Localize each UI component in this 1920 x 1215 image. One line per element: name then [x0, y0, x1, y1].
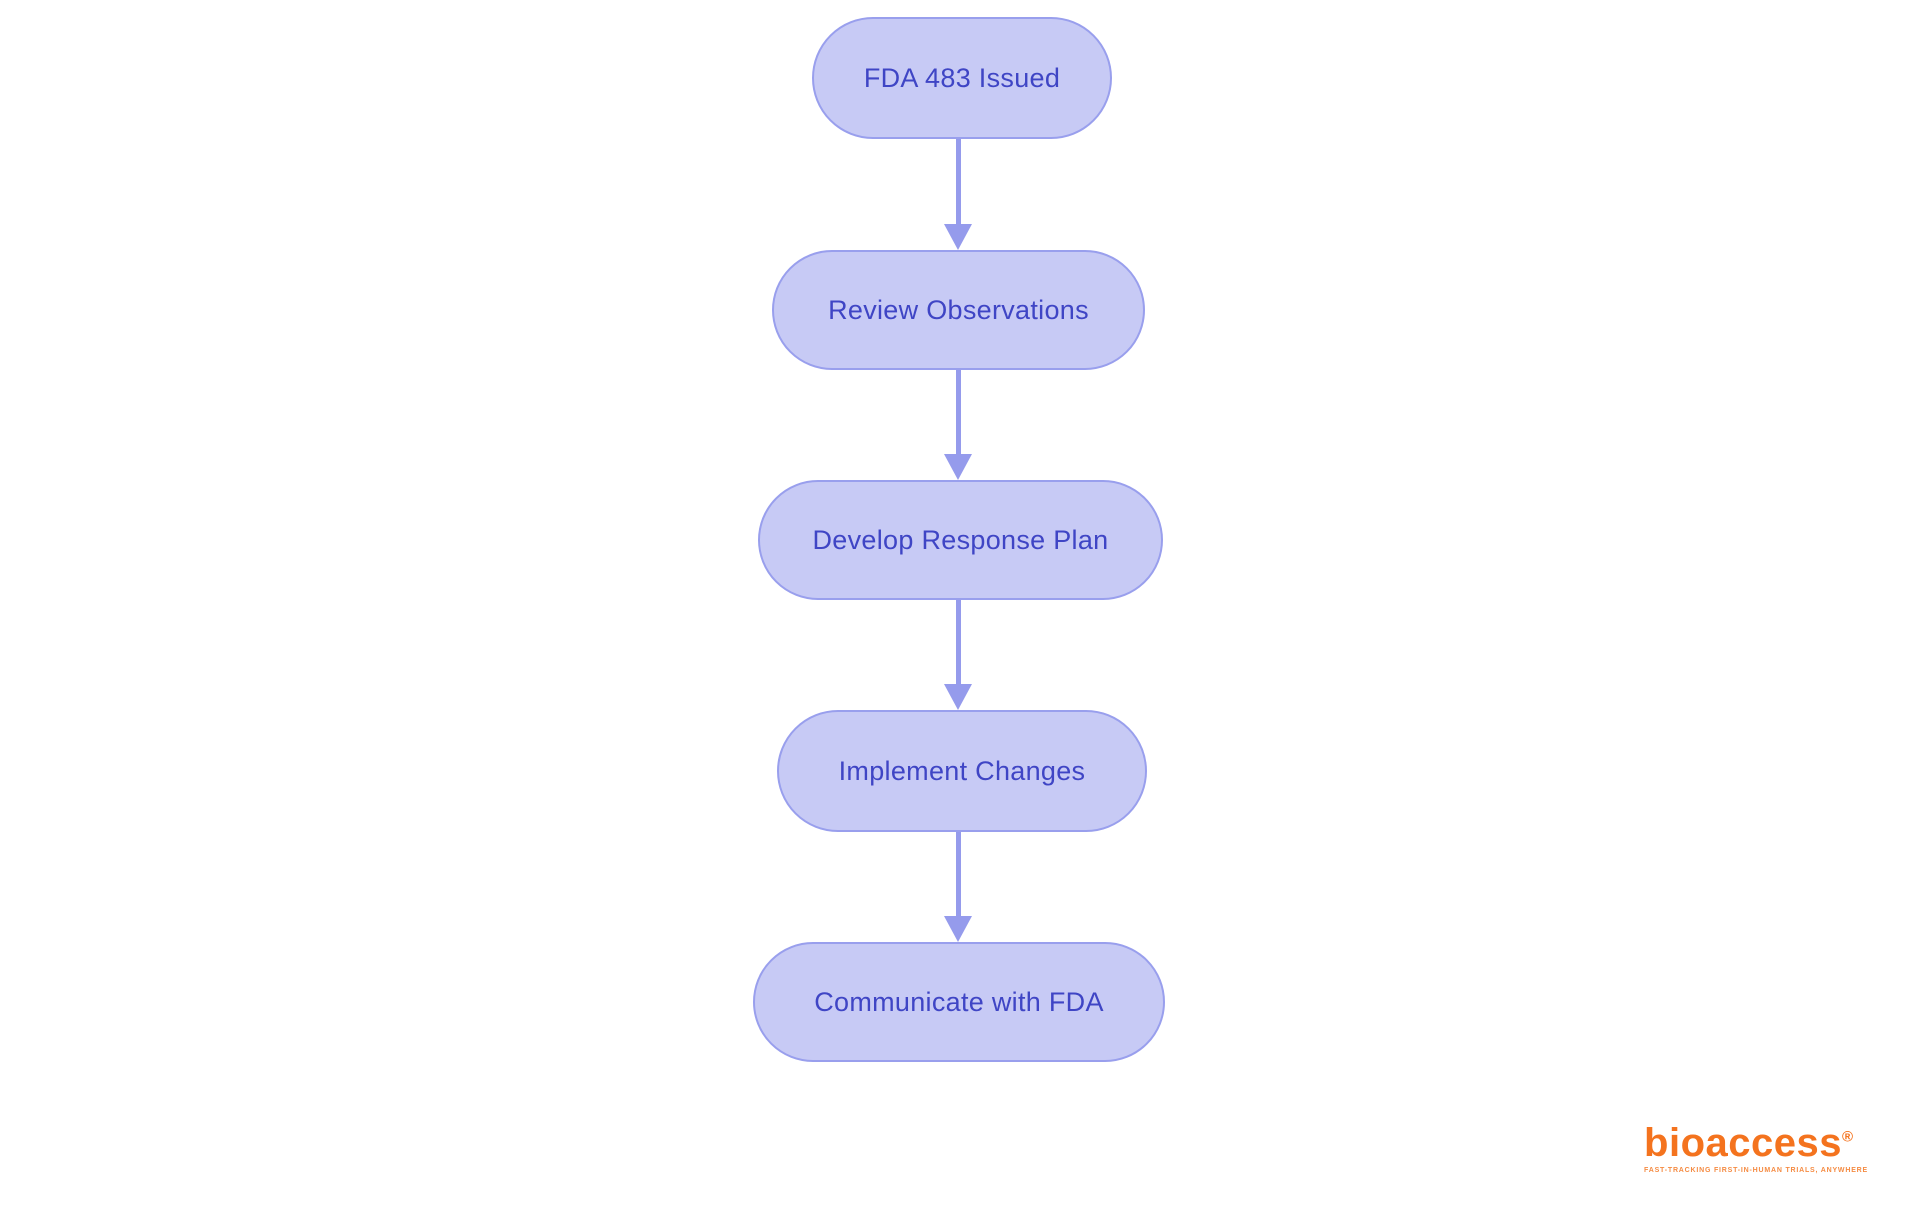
- flow-arrow-line: [956, 370, 961, 454]
- flow-node-implement-changes: Implement Changes: [777, 710, 1147, 832]
- flow-node-label: FDA 483 Issued: [863, 62, 1061, 93]
- flow-arrow-line: [956, 600, 961, 684]
- flow-arrow-line: [956, 139, 961, 224]
- flow-node-label: Review Observations: [828, 294, 1089, 325]
- flow-arrow-down-icon: [944, 916, 972, 942]
- flow-node-label: Implement Changes: [838, 755, 1086, 786]
- flow-node-label: Develop Response Plan: [812, 524, 1109, 555]
- registered-trademark-icon: ®: [1842, 1128, 1854, 1146]
- flow-arrow-line: [956, 832, 961, 916]
- bioaccess-tagline: FAST-TRACKING FIRST-IN-HUMAN TRIALS, ANY…: [1644, 1167, 1868, 1174]
- flow-node-develop-response-plan: Develop Response Plan: [758, 480, 1163, 600]
- flow-node-communicate-with-fda: Communicate with FDA: [753, 942, 1165, 1062]
- bioaccess-logo: bioaccess® FAST-TRACKING FIRST-IN-HUMAN …: [1644, 1122, 1868, 1174]
- flow-node-fda-483-issued: FDA 483 Issued: [812, 17, 1112, 139]
- bioaccess-wordmark: bioaccess®: [1644, 1122, 1868, 1164]
- flow-arrow-down-icon: [944, 224, 972, 250]
- flow-arrow-down-icon: [944, 454, 972, 480]
- flow-node-label: Communicate with FDA: [814, 986, 1104, 1017]
- logo-text: bioaccess: [1644, 1121, 1842, 1165]
- flow-node-review-observations: Review Observations: [772, 250, 1145, 370]
- flow-arrow-down-icon: [944, 684, 972, 710]
